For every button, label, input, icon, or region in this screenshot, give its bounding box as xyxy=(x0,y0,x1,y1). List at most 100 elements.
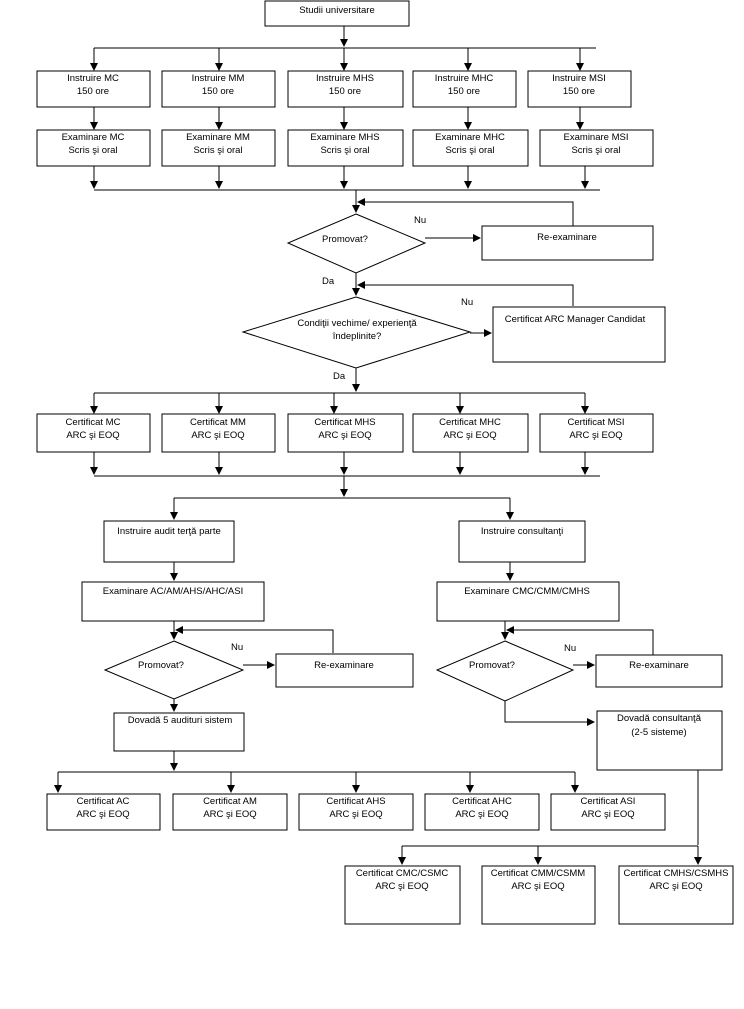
exam-mm-l1: Examinare MM xyxy=(186,132,250,143)
training-msi-l2: 150 ore xyxy=(563,86,595,97)
reexam-1-label: Re-examinare xyxy=(537,232,597,243)
consult-training-label: Instruire consultanţi xyxy=(481,526,563,537)
node-audit-proof: Dovadă 5 audituri sistem xyxy=(113,712,245,752)
conditions-l2: îndeplinite? xyxy=(332,331,382,342)
node-cert-mhs: Certificat MHS ARC şi EOQ xyxy=(287,413,404,453)
decision-promoted-audit: Promovat? xyxy=(103,640,245,700)
exam-msi-l1: Examinare MSI xyxy=(564,132,629,143)
node-exam-mc: Examinare MC Scris şi oral xyxy=(36,129,151,167)
training-mhc-l2: 150 ore xyxy=(448,86,480,97)
label-yes-1: Da xyxy=(322,276,335,287)
node-training-mhc: Instruire MHC 150 ore xyxy=(412,70,517,108)
exam-mhs-l2: Scris şi oral xyxy=(320,145,369,156)
node-reexam-consult: Re-examinare xyxy=(595,654,723,688)
decision-promoted-consult-label: Promovat? xyxy=(469,660,515,671)
exam-mc-l1: Examinare MC xyxy=(62,132,125,143)
node-cert-ahc: Certificat AHC ARC şi EOQ xyxy=(424,793,540,831)
cert-asi-l1: Certificat ASI xyxy=(581,796,636,807)
cert-mhs-l2: ARC şi EOQ xyxy=(318,430,371,441)
exam-mm-l2: Scris şi oral xyxy=(193,145,242,156)
cert-mhs-l1: Certificat MHS xyxy=(314,417,375,428)
node-cert-mhc: Certificat MHC ARC şi EOQ xyxy=(412,413,529,453)
node-consult-proof: Dovadă consultanţă (2-5 sisteme) xyxy=(596,710,723,771)
node-start-label: Studii universitare xyxy=(299,5,375,16)
node-consult-exam: Examinare CMC/CMM/CMHS xyxy=(436,581,620,622)
node-cert-mm: Certificat MM ARC şi EOQ xyxy=(161,413,276,453)
exam-mc-l2: Scris şi oral xyxy=(68,145,117,156)
decision-promoted-consult: Promovat? xyxy=(435,640,575,702)
cert-ahs-l1: Certificat AHS xyxy=(326,796,385,807)
node-cert-am: Certificat AM ARC şi EOQ xyxy=(172,793,288,831)
node-candidate-cert: Certificat ARC Manager Candidat xyxy=(492,306,666,363)
cert-cmc-l1: Certificat CMC/CSMC xyxy=(356,868,449,879)
cert-ahs-l2: ARC şi EOQ xyxy=(329,809,382,820)
cert-ahc-l2: ARC şi EOQ xyxy=(455,809,508,820)
label-yes-2: Da xyxy=(333,371,346,382)
training-mc-l2: 150 ore xyxy=(77,86,109,97)
cert-cmm-l1: Certificat CMM/CSMM xyxy=(491,868,586,879)
node-cert-ac: Certificat AC ARC şi EOQ xyxy=(46,793,161,831)
node-cert-cmm: Certificat CMM/CSMM ARC şi EOQ xyxy=(481,865,596,925)
cert-cmm-l2: ARC şi EOQ xyxy=(511,881,564,892)
exam-mhc-l2: Scris şi oral xyxy=(445,145,494,156)
node-training-mc: Instruire MC 150 ore xyxy=(36,70,151,108)
node-training-mm: Instruire MM 150 ore xyxy=(161,70,276,108)
label-no-1: Nu xyxy=(414,215,426,226)
node-exam-mm: Examinare MM Scris şi oral xyxy=(161,129,276,167)
node-consult-training: Instruire consultanţi xyxy=(458,520,586,563)
cert-mhc-l1: Certificat MHC xyxy=(439,417,501,428)
audit-training-label: Instruire audit terţă parte xyxy=(117,526,221,537)
cert-mhc-l2: ARC şi EOQ xyxy=(443,430,496,441)
cert-cmhs-l1: Certificat CMHS/CSMHS xyxy=(623,868,728,879)
node-exam-msi: Examinare MSI Scris şi oral xyxy=(539,129,654,167)
candidate-cert-label: Certificat ARC Manager Candidat xyxy=(505,314,646,325)
node-audit-training: Instruire audit terţă parte xyxy=(103,520,235,563)
connectors xyxy=(54,26,702,865)
cert-ahc-l1: Certificat AHC xyxy=(452,796,512,807)
cert-mm-l1: Certificat MM xyxy=(190,417,246,428)
node-reexam-1: Re-examinare xyxy=(481,225,654,261)
training-msi-l1: Instruire MSI xyxy=(552,73,606,84)
cert-ac-l2: ARC şi EOQ xyxy=(76,809,129,820)
node-audit-exam: Examinare AC/AM/AHS/AHC/ASI xyxy=(81,581,265,622)
decision-conditions: Condiţii vechime/ experienţă îndeplinite… xyxy=(241,296,472,369)
audit-exam-label: Examinare AC/AM/AHS/AHC/ASI xyxy=(103,586,243,597)
cert-msi-l2: ARC şi EOQ xyxy=(569,430,622,441)
node-cert-ahs: Certificat AHS ARC şi EOQ xyxy=(298,793,414,831)
cert-msi-l1: Certificat MSI xyxy=(567,417,624,428)
node-cert-cmc: Certificat CMC/CSMC ARC şi EOQ xyxy=(344,865,461,925)
reexam-consult-label: Re-examinare xyxy=(629,660,689,671)
label-no-2: Nu xyxy=(461,297,473,308)
node-start: Studii universitare xyxy=(264,0,410,27)
cert-am-l2: ARC şi EOQ xyxy=(203,809,256,820)
node-exam-mhs: Examinare MHS Scris şi oral xyxy=(287,129,404,167)
training-mhs-l2: 150 ore xyxy=(329,86,361,97)
exam-mhc-l1: Examinare MHC xyxy=(435,132,505,143)
node-training-msi: Instruire MSI 150 ore xyxy=(527,70,632,108)
cert-mm-l2: ARC şi EOQ xyxy=(191,430,244,441)
cert-cmc-l2: ARC şi EOQ xyxy=(375,881,428,892)
exam-mhs-l1: Examinare MHS xyxy=(310,132,379,143)
exam-msi-l2: Scris şi oral xyxy=(571,145,620,156)
cert-mc-l1: Certificat MC xyxy=(66,417,121,428)
training-mm-l1: Instruire MM xyxy=(192,73,245,84)
node-cert-asi: Certificat ASI ARC şi EOQ xyxy=(550,793,666,831)
node-reexam-audit: Re-examinare xyxy=(275,653,414,688)
decision-promoted-audit-label: Promovat? xyxy=(138,660,184,671)
label-no-audit: Nu xyxy=(231,642,243,653)
consult-exam-label: Examinare CMC/CMM/CMHS xyxy=(464,586,590,597)
node-cert-mc: Certificat MC ARC şi EOQ xyxy=(36,413,151,453)
consult-proof-l2: (2-5 sisteme) xyxy=(631,727,686,738)
cert-am-l1: Certificat AM xyxy=(203,796,257,807)
conditions-l1: Condiţii vechime/ experienţă xyxy=(297,318,417,329)
cert-cmhs-l2: ARC şi EOQ xyxy=(649,881,702,892)
consult-proof-l1: Dovadă consultanţă xyxy=(617,713,702,724)
cert-asi-l2: ARC şi EOQ xyxy=(581,809,634,820)
node-training-mhs: Instruire MHS 150 ore xyxy=(287,70,404,108)
cert-mc-l2: ARC şi EOQ xyxy=(66,430,119,441)
label-no-consult: Nu xyxy=(564,643,576,654)
training-mhc-l1: Instruire MHC xyxy=(435,73,494,84)
decision-promoted-1: Promovat? xyxy=(286,213,427,274)
audit-proof-label: Dovadă 5 audituri sistem xyxy=(128,715,233,726)
node-cert-cmhs: Certificat CMHS/CSMHS ARC şi EOQ xyxy=(618,865,734,925)
